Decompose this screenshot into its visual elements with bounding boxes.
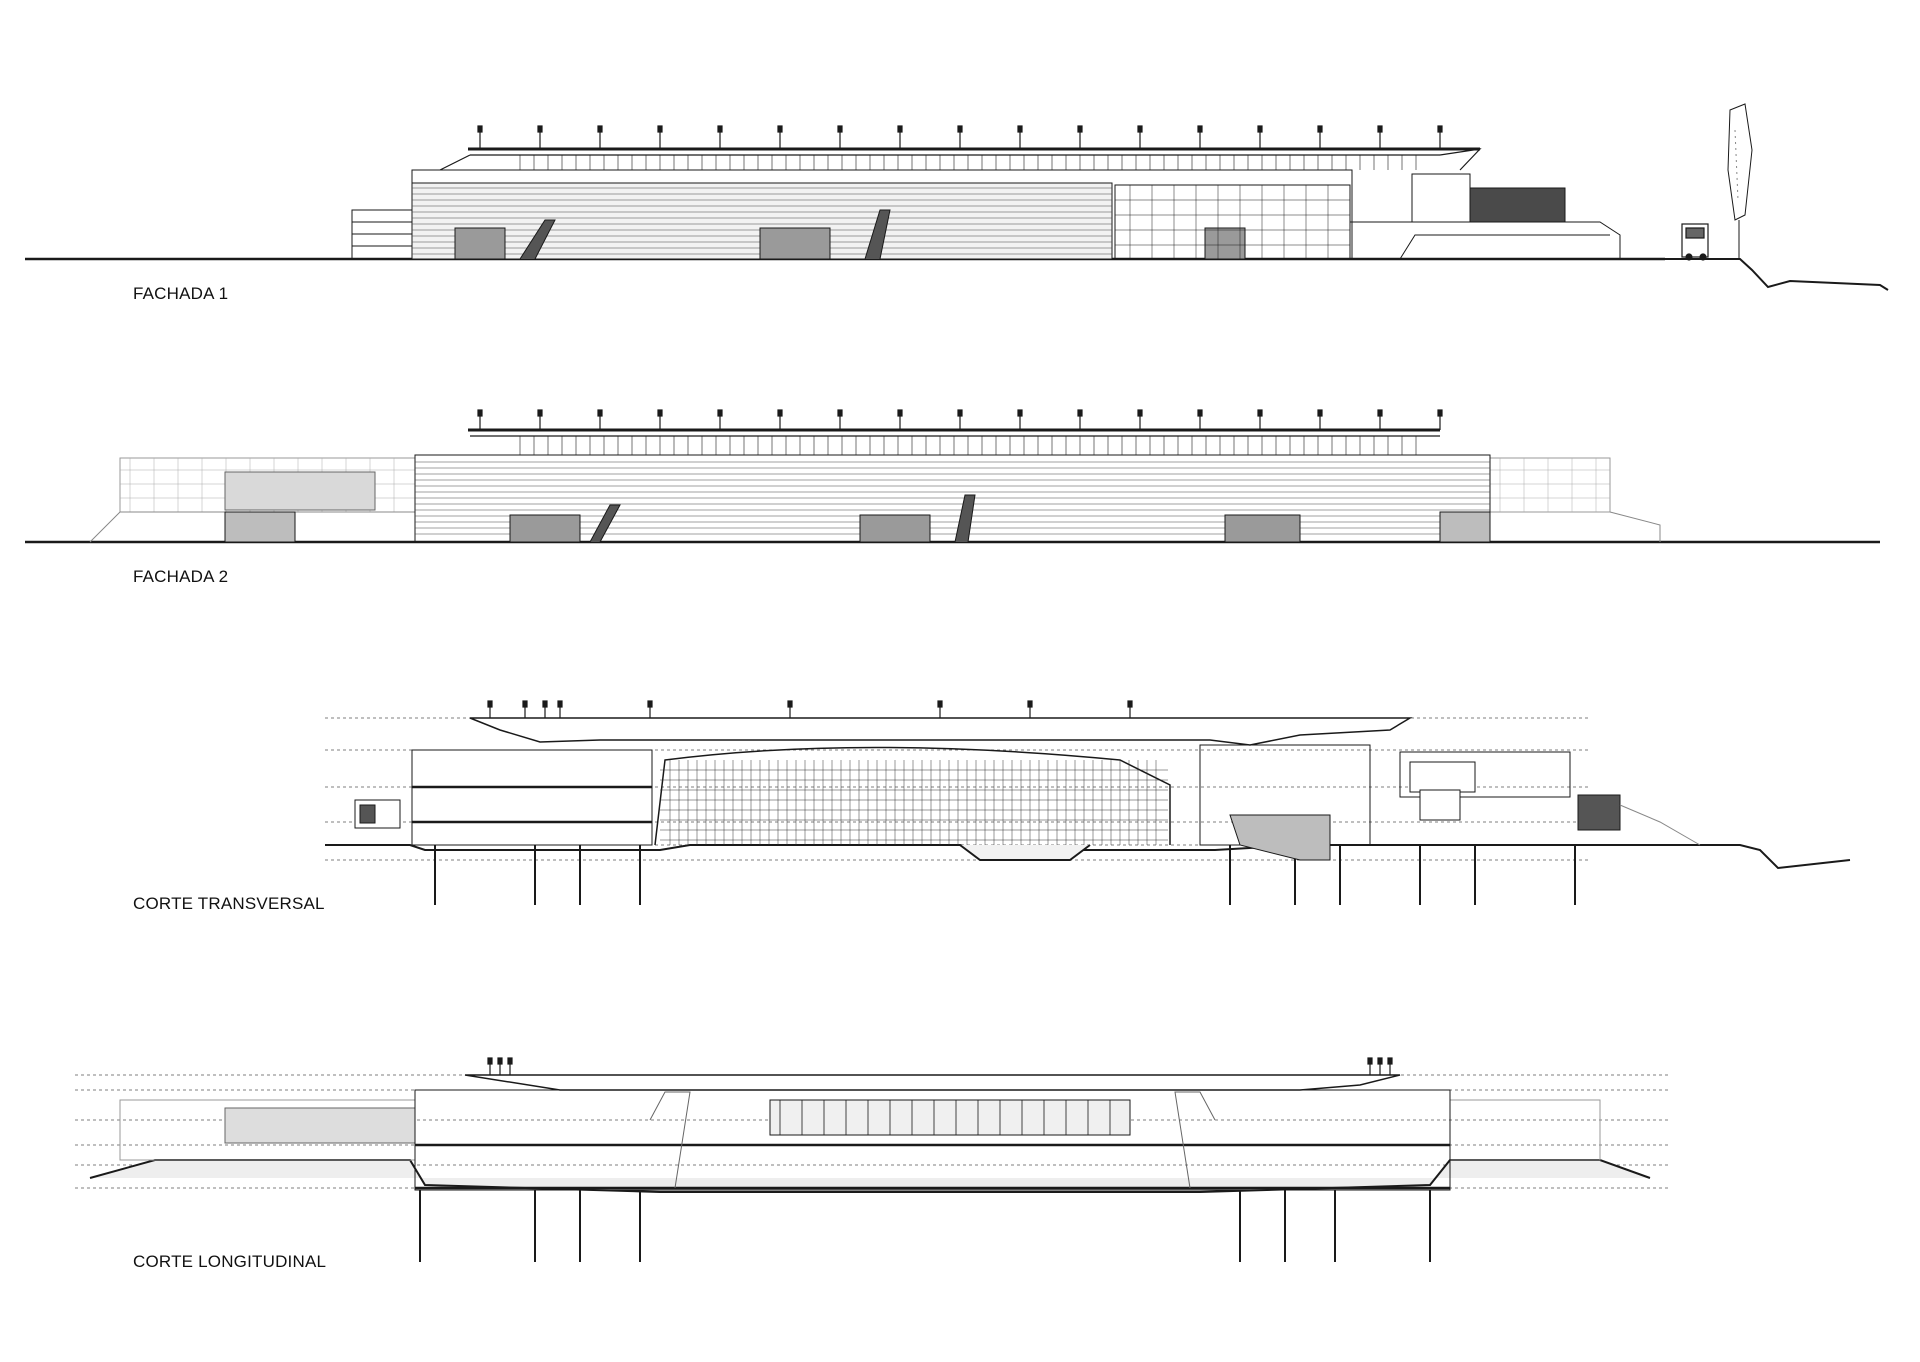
- drawing-label-corte-transversal: CORTE TRANSVERSAL: [133, 894, 325, 913]
- entrance-doors: [224, 494, 1491, 543]
- roof-posts: [487, 700, 1133, 718]
- clerestory-windows: [519, 155, 1417, 170]
- pile-foundations: [434, 845, 1576, 905]
- roof-posts: [477, 125, 1443, 149]
- tree-figure: [1727, 103, 1753, 259]
- terrain-line: [325, 844, 1851, 870]
- roof-canopy: [464, 1074, 1401, 1091]
- right-wing: [1449, 1099, 1601, 1161]
- drawing-fachada-2: [25, 409, 1880, 544]
- pile-foundations: [419, 1190, 1431, 1262]
- right-pavilion: [1411, 173, 1471, 223]
- drawing-corte-longitudinal: [75, 1057, 1670, 1262]
- truck-figure: [1681, 223, 1709, 261]
- roof-posts: [487, 1057, 1393, 1075]
- facade-louvers: [415, 461, 1490, 535]
- right-wing: [1489, 457, 1611, 513]
- roof-canopy: [469, 717, 1413, 746]
- drawing-corte-transversal: [325, 700, 1851, 905]
- drawing-fachada-1: [25, 103, 1889, 291]
- terrain-profile: [1665, 258, 1889, 291]
- main-facade-body: [414, 454, 1491, 543]
- central-hall-vault: [654, 746, 1171, 846]
- drawing-label-fachada-1: FACHADA 1: [133, 284, 229, 303]
- left-section-block: [411, 749, 653, 846]
- entrance-doors: [454, 209, 1246, 260]
- drawing-label-fachada-2: FACHADA 2: [133, 567, 229, 586]
- drawing-label-corte-longitudinal: CORTE LONGITUDINAL: [133, 1252, 327, 1271]
- vault-ribs: [660, 760, 1168, 845]
- clerestory-windows: [519, 436, 1417, 455]
- roof-posts: [477, 409, 1443, 430]
- facade-louvers: [412, 187, 1112, 255]
